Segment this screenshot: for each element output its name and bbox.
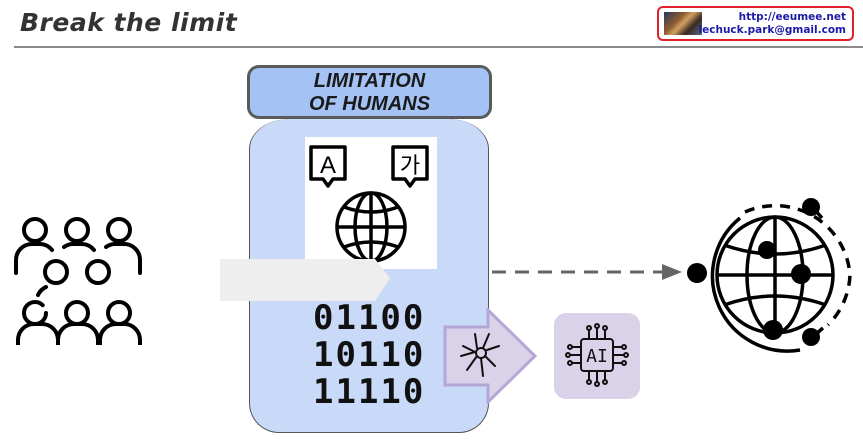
- people-group-icon: [14, 217, 142, 345]
- connected-globe-icon: [687, 198, 852, 353]
- limitation-title-line1: LIMITATION: [313, 70, 426, 92]
- author-email[interactable]: lechuck.park@gmail.com: [698, 24, 846, 36]
- binary-line: 11110: [313, 372, 426, 412]
- ai-chip-icon: AI: [565, 323, 629, 387]
- author-thumbnail: [664, 12, 702, 35]
- translation-left-glyph: A: [320, 152, 336, 179]
- page-title: Break the limit: [20, 8, 238, 37]
- break-arrow: [443, 308, 538, 404]
- title-divider: [14, 46, 863, 48]
- translation-right-glyph: 가: [400, 154, 420, 179]
- dashed-arrow: [492, 264, 682, 280]
- author-url[interactable]: http://eeumee.net: [738, 11, 846, 23]
- crack-icon: [460, 333, 500, 377]
- input-arrow: [220, 259, 390, 301]
- translation-globe-icon: A 가: [305, 137, 437, 269]
- ai-chip-label: AI: [586, 346, 608, 367]
- binary-line: 01100: [313, 298, 426, 338]
- binary-line: 10110: [313, 335, 426, 375]
- binary-code: 01100 10110 11110: [313, 300, 425, 411]
- limitation-title-line2: OF HUMANS: [308, 93, 431, 115]
- limitation-header: LIMITATION OF HUMANS: [247, 65, 492, 119]
- people-group-strokes: [14, 217, 142, 345]
- author-badge: http://eeumee.net lechuck.park@gmail.com: [657, 6, 854, 41]
